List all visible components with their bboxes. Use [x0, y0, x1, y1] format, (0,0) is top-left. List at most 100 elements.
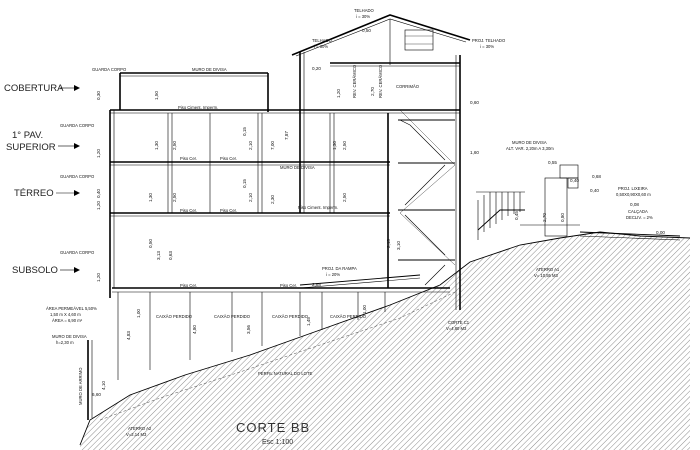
- dim-130-b: 1,30: [148, 193, 153, 202]
- dim-015-b: 0,15: [242, 179, 247, 188]
- label-proj-telhado: PROJ. TELHADO: [472, 38, 506, 43]
- label-telhado: TELHADO: [312, 38, 333, 43]
- label-piso-ciment: Piso Ciment. Imperm.: [178, 105, 218, 110]
- label-guarda-corpo-1: GUARDA CORPO: [92, 67, 127, 72]
- dim-130-a: 1,30: [154, 141, 159, 150]
- building-structure: [87, 14, 681, 420]
- label-piso-cer-6: Piso Cer.: [180, 283, 197, 288]
- label-proj-rampa-inc: i = 20%: [326, 272, 340, 277]
- dim-210-a: 2,10: [248, 141, 253, 150]
- label-aterro-a2: ATERRO A2: [128, 426, 152, 431]
- label-piso-cer-1: Piso Cer.: [180, 156, 197, 161]
- label-rev-ceramico: REV. CERÂMICO: [352, 64, 357, 98]
- label-proj-lixeira-dim: 0,50X0,90X0,60 m: [616, 192, 651, 197]
- label-corrimao: CORRIMÃO: [396, 84, 420, 89]
- dim-145-a: 1,45: [306, 317, 311, 326]
- label-caixao-3: CAIXÃO PERDIDO: [272, 314, 309, 319]
- label-calcada: CALÇADA: [628, 209, 648, 214]
- label-perfil-natural: PERFIL NATURAL DO LOTE: [258, 371, 312, 376]
- dim-700-a: 7,00: [270, 141, 275, 150]
- label-muro-divisa-alt: ALT. VAR. 2,20m A 3,30m: [506, 146, 554, 151]
- dim-040-a: 0,40: [96, 189, 101, 198]
- dim-250-b: 2,50: [172, 193, 177, 202]
- dim-250-d: 2,50: [342, 193, 347, 202]
- dim-050-b: 0,50: [362, 28, 371, 33]
- dim-250-a: 2,50: [172, 141, 177, 150]
- dim-068-a: 0,68: [592, 174, 601, 179]
- dim-356-a: 3,56: [246, 325, 251, 334]
- level-superior: SUPERIOR: [6, 142, 56, 153]
- label-calcada-inc: DECLIV. = 2%: [626, 215, 653, 220]
- dim-270-b: 2,70: [542, 213, 547, 222]
- label-telhado-2-inc: i = 30%: [356, 14, 370, 19]
- label-corte-c1-v: V=4,80 M3: [446, 326, 467, 331]
- dim-120-c: 1,20: [96, 273, 101, 282]
- label-piso-cer-4: Piso Cer.: [220, 208, 237, 213]
- label-area-permeavel-area: ÁREA = 6,90 m²: [52, 318, 83, 323]
- dim-313-a: 3,13: [156, 251, 161, 260]
- dim-000-a: 0,00: [656, 230, 665, 235]
- label-guarda-corpo-2: GUARDA CORPO: [60, 123, 95, 128]
- label-muro-divisa-right: MURO DE DIVISA: [512, 140, 547, 145]
- dim-015-a: 0,15: [242, 127, 247, 136]
- label-muro-divisa-top: MURO DE DIVISA: [192, 67, 227, 72]
- dim-008-a: 0,08: [630, 202, 639, 207]
- dim-270-a: 2,70: [370, 87, 375, 96]
- dim-160-a: 1,60: [470, 150, 479, 155]
- annotations: GUARDA CORPO MURO DE DIVISA GUARDA CORPO…: [46, 8, 653, 437]
- dim-063-a: 0,63: [168, 251, 173, 260]
- dim-040-c: 0,40: [590, 188, 599, 193]
- dim-130-c: 1,30: [332, 141, 337, 150]
- dim-020-a: 0,20: [312, 66, 321, 71]
- label-piso-cer-5: Piso Cer.: [280, 283, 297, 288]
- dim-660-a: 6,60: [92, 392, 101, 397]
- label-proj-rampa: PROJ. DA RAMPA: [322, 266, 357, 271]
- label-aterro-a1-v: V= 10,55 M3: [534, 273, 559, 278]
- label-proj-telhado-inc: i = 30%: [480, 44, 494, 49]
- level-1pav: 1° PAV.: [12, 130, 43, 141]
- dim-310-a: 3,10: [396, 241, 401, 250]
- label-caixao-1: CAIXÃO PERDIDO: [156, 314, 193, 319]
- label-muro-divisa-left: MURO DE DIVISA: [52, 334, 87, 339]
- label-muro-arrimo: MURO DE ARRIMO: [78, 367, 83, 405]
- label-piso-cer-3: Piso Cer.: [180, 208, 197, 213]
- level-cobertura: COBERTURA: [4, 83, 64, 94]
- dim-483-a: 4,83: [126, 331, 131, 340]
- dim-120-a: 1,20: [96, 149, 101, 158]
- dim-100-b: 1,00: [362, 305, 367, 314]
- label-piso-ciment-2: Piso Ciment. Imperm.: [298, 205, 338, 210]
- label-guarda-corpo-4: GUARDA CORPO: [60, 250, 95, 255]
- dim-100-a: 1,00: [136, 309, 141, 318]
- dim-410-a: 4,10: [101, 381, 106, 390]
- dim-060-a: 0,60: [470, 100, 479, 105]
- dim-040-b: 0,40: [570, 178, 579, 183]
- drawing-title: CORTE BB: [236, 420, 310, 435]
- label-muro-divisa-h: h=2,30 m: [56, 340, 74, 345]
- dim-787-a: 7,87: [284, 131, 289, 140]
- dim-055-a: 0,55: [548, 160, 557, 165]
- dim-250-c: 2,50: [342, 141, 347, 150]
- label-aterro-a2-v: V=2,14 M3: [126, 432, 147, 437]
- dim-045-a: 0,45: [514, 211, 519, 220]
- label-telhado-inc: i = 30%: [314, 44, 328, 49]
- title-block: CORTE BB Esc 1:100: [236, 420, 310, 446]
- dim-230-a: 2,30: [270, 195, 275, 204]
- dim-120-d: 1,20: [336, 89, 341, 98]
- label-proj-lixeira: PROJ. LIXEIRA: [618, 186, 648, 191]
- label-muro-divisa-mid: MURO DE DIVISA: [280, 165, 315, 170]
- label-corte-c1: CORTE C1: [448, 320, 470, 325]
- dim-215-a: 2,15: [386, 239, 391, 248]
- dim-480-a: 4,80: [192, 325, 197, 334]
- label-telhado-2: TELHADO: [354, 8, 375, 13]
- label-guarda-corpo-3: GUARDA CORPO: [60, 174, 95, 179]
- label-caixao-4: CAIXÃO PERDIDO: [330, 314, 367, 319]
- dim-288-a: 2,88: [312, 282, 321, 287]
- dim-150-a: 1,50: [154, 91, 159, 100]
- label-caixao-2: CAIXÃO PERDIDO: [214, 314, 251, 319]
- level-labels: COBERTURA 1° PAV. SUPERIOR TÉRREO SUBSOL…: [4, 83, 80, 276]
- level-subsolo: SUBSOLO: [12, 265, 58, 276]
- dim-210-b: 2,10: [248, 193, 253, 202]
- label-area-permeavel-dim: 1,50 m X 4,60 m: [50, 312, 81, 317]
